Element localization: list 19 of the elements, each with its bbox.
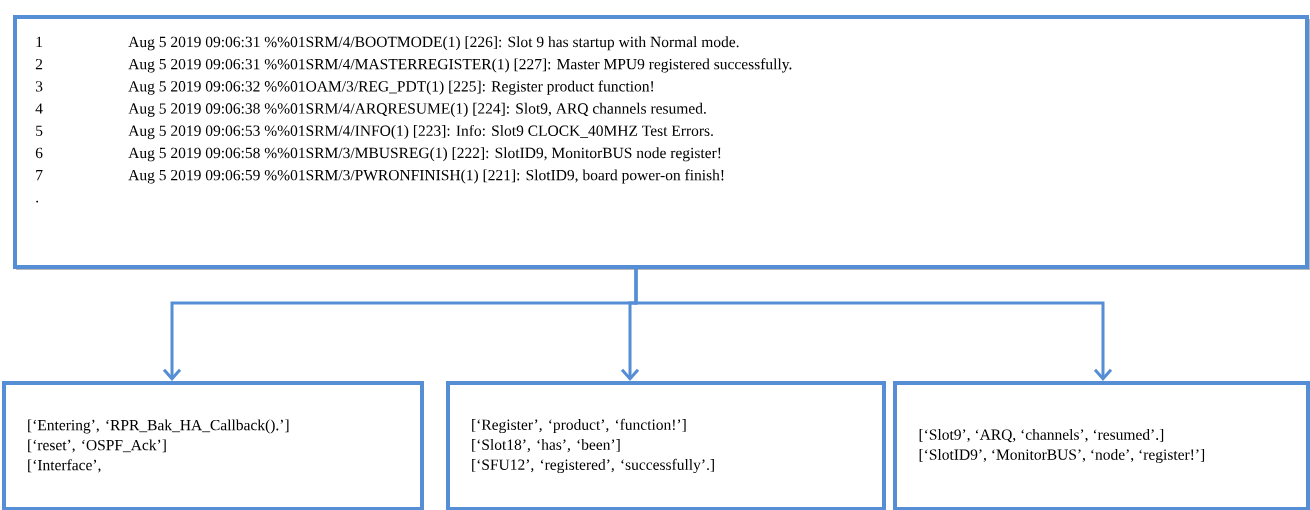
line-number: 7 — [36, 170, 43, 181]
line-number: 2 — [35, 58, 43, 70]
log-line: Aug 5 2019 09:06:32 %%01OAM/3/REG_PDT(1) [225]: Register product function! — [128, 80, 654, 95]
text-box: [‘Slot9’, ‘ARQ, ‘channels’, ‘resumed’.] [‘SlotID9’, ‘MonitorBUS’, ‘node’, ‘register!’] — [893, 381, 1310, 510]
text-box: [‘Entering’, ‘RPR_Bak_HA_Callback().’] [‘reset’, ‘OSPF_Ack’] [‘Interface’, — [2, 381, 424, 510]
text: . — [36, 200, 39, 203]
line-number: 3 — [35, 81, 43, 92]
text-box: [‘Register’, ‘product’, ‘function!’] [‘Slot18’, ‘has’, ‘been’] [‘SFU12’, ‘registered’, ‘successfully’.] — [446, 381, 886, 510]
line-number: 6 — [35, 147, 43, 159]
log-line: Aug 5 2019 09:06:31 %%01SRM/4/MASTERREGISTER(1) [227]: Master MPU9 registered successfully. — [128, 58, 792, 73]
line-number: 4 — [35, 103, 43, 114]
log-line: Aug 5 2019 09:06:38 %%01SRM/4/ARQRESUME(1) [224]: Slot9, ARQ channels resumed. — [128, 102, 706, 117]
line-number: 5 — [36, 125, 43, 136]
arrow — [634, 269, 1113, 381]
log-line: Aug 5 2019 09:06:53 %%01SRM/4/INFO(1) [223]: Info: Slot9 CLOCK_40MHZ Test Errors. — [128, 124, 713, 140]
log-line: Aug 5 2019 09:06:59 %%01SRM/3/PWRONFINISH(1) [221]: SlotID9, board power-on finish! — [128, 169, 724, 184]
line-number: 1 — [36, 36, 43, 47]
log-line: Aug 5 2019 09:06:31 %%01SRM/4/BOOTMODE(1) [226]: Slot 9 has startup with Normal mode. — [128, 36, 739, 51]
log-line: Aug 5 2019 09:06:58 %%01SRM/3/MBUSREG(1) [222]: SlotID9, MonitorBUS node register! — [128, 147, 721, 162]
